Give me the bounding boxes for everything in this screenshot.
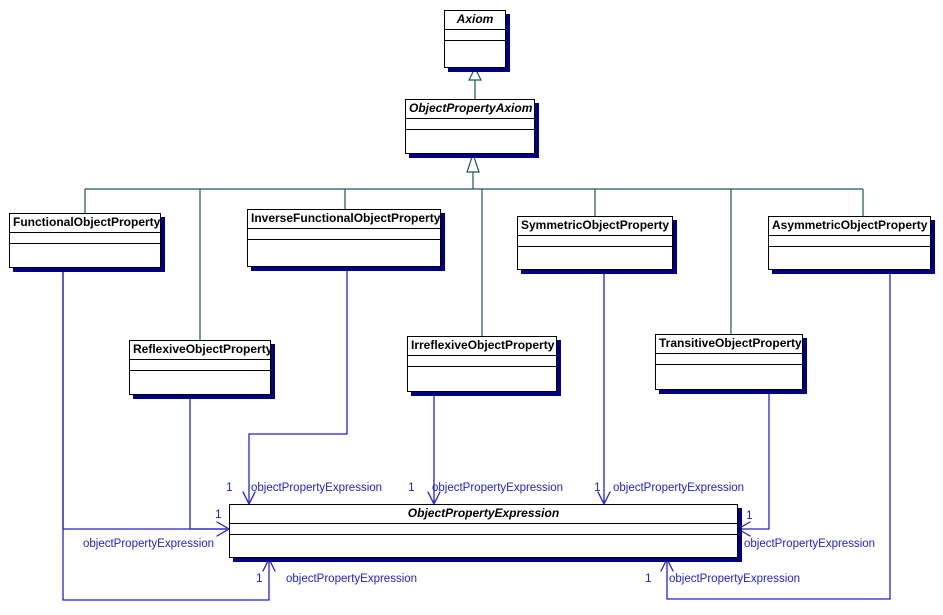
class-box-asymmetric-object-property[interactable]: AsymmetricObjectProperty [768, 216, 931, 270]
class-operations-object-property-expression [230, 535, 737, 559]
multiplicity-bottom-right: 1 [645, 571, 652, 585]
assoc-path-functional [62, 268, 227, 530]
class-name-object-property-expression: ObjectPropertyExpression [230, 505, 737, 524]
class-box-transitive-object-property[interactable]: TransitiveObjectProperty [655, 334, 803, 390]
multiplicity-inverse-functional: 1 [226, 480, 233, 494]
class-attributes-symmetric-object-property [518, 236, 672, 247]
assoc-path-transitive [740, 390, 770, 530]
role-label-inverse-functional: objectPropertyExpression [251, 482, 383, 494]
class-box-axiom[interactable]: Axiom [444, 10, 506, 68]
class-attributes-reflexive-object-property [130, 360, 270, 371]
role-label-transitive: objectPropertyExpression [744, 538, 876, 550]
arrowhead-bottom-left [262, 557, 276, 572]
multiplicity-irreflexive: 1 [408, 480, 415, 494]
class-operations-inverse-functional-object-property [248, 240, 440, 264]
role-label-symmetric: objectPropertyExpression [613, 482, 745, 494]
class-box-irreflexive-object-property[interactable]: IrreflexiveObjectProperty [407, 336, 557, 392]
class-operations-irreflexive-object-property [408, 367, 556, 391]
role-label-reflexive: objectPropertyExpression [83, 538, 215, 550]
class-attributes-inverse-functional-object-property [248, 229, 440, 240]
class-attributes-axiom [445, 30, 505, 41]
gen-arrowhead-object-property-axiom [466, 152, 480, 173]
arrowhead-transitive [736, 521, 751, 537]
class-attributes-transitive-object-property [656, 354, 802, 365]
class-name-functional-object-property: FunctionalObjectProperty [10, 214, 160, 233]
class-box-object-property-expression[interactable]: ObjectPropertyExpression [229, 504, 738, 558]
multiplicity-bottom-left: 1 [256, 571, 263, 585]
class-box-object-property-axiom[interactable]: ObjectPropertyAxiom [405, 99, 535, 154]
class-name-transitive-object-property: TransitiveObjectProperty [656, 335, 802, 354]
class-box-reflexive-object-property[interactable]: ReflexiveObjectProperty [129, 340, 271, 395]
class-box-inverse-functional-object-property[interactable]: InverseFunctionalObjectProperty [247, 209, 441, 267]
role-label-bottom-left: objectPropertyExpression [286, 573, 418, 585]
class-attributes-object-property-expression [230, 524, 737, 535]
class-name-object-property-axiom: ObjectPropertyAxiom [406, 100, 534, 119]
class-name-asymmetric-object-property: AsymmetricObjectProperty [769, 217, 930, 236]
class-operations-asymmetric-object-property [769, 247, 930, 271]
class-operations-symmetric-object-property [518, 247, 672, 271]
arrowhead-reflexive [216, 521, 231, 537]
class-operations-functional-object-property [10, 244, 160, 268]
arrowhead-bottom-right [660, 557, 674, 572]
class-name-irreflexive-object-property: IrreflexiveObjectProperty [408, 337, 556, 356]
class-box-functional-object-property[interactable]: FunctionalObjectProperty [9, 213, 161, 268]
class-operations-transitive-object-property [656, 365, 802, 389]
role-label-irreflexive: objectPropertyExpression [432, 482, 564, 494]
multiplicity-reflexive: 1 [215, 507, 222, 521]
class-box-symmetric-object-property[interactable]: SymmetricObjectProperty [517, 216, 673, 270]
class-attributes-irreflexive-object-property [408, 356, 556, 367]
class-name-symmetric-object-property: SymmetricObjectProperty [518, 217, 672, 236]
class-attributes-functional-object-property [10, 233, 160, 244]
class-attributes-asymmetric-object-property [769, 236, 930, 247]
role-label-bottom-right: objectPropertyExpression [669, 573, 801, 585]
multiplicity-transitive: 1 [746, 508, 753, 522]
class-name-reflexive-object-property: ReflexiveObjectProperty [130, 341, 270, 360]
class-operations-object-property-axiom [406, 130, 534, 154]
class-operations-axiom [445, 41, 505, 65]
class-attributes-object-property-axiom [406, 119, 534, 130]
class-name-axiom: Axiom [445, 11, 505, 30]
class-name-inverse-functional-object-property: InverseFunctionalObjectProperty [248, 210, 440, 229]
class-operations-reflexive-object-property [130, 371, 270, 395]
multiplicity-symmetric: 1 [594, 480, 601, 494]
gen-arrowhead-axiom [468, 66, 482, 81]
